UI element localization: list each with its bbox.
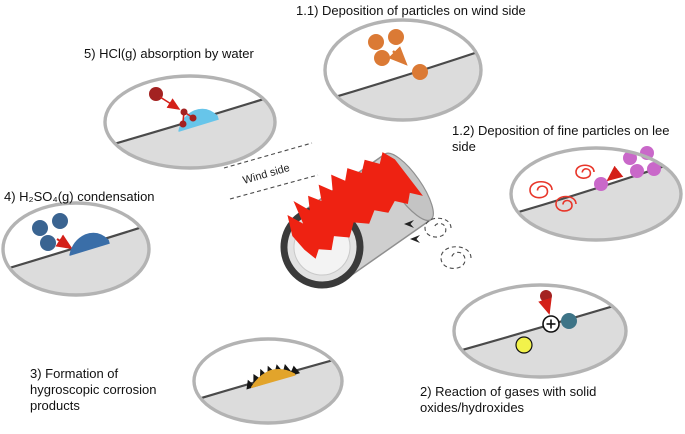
vignette-h2so4-condensation	[1, 201, 151, 297]
pipe-surface-section	[454, 300, 626, 377]
fine-particle	[623, 151, 637, 165]
wind-guide-line-upper	[223, 142, 313, 169]
absorbed-ion	[180, 108, 188, 116]
absorbed-ion	[189, 114, 197, 122]
oval-border	[103, 74, 277, 170]
reaction-arrow	[538, 297, 552, 315]
deposition-arrow	[388, 46, 408, 66]
h2so4-molecule	[52, 213, 68, 229]
oval-border	[452, 283, 628, 379]
hygroscopic-blob	[250, 369, 296, 389]
label-step-4: 4) H₂SO₄(g) condensation	[4, 189, 155, 204]
coarse-particle	[374, 50, 390, 66]
pipe-surface-section	[511, 158, 681, 240]
vignette-corrosion-products	[192, 337, 344, 425]
pipe-cylinder: Wind side	[223, 142, 472, 289]
deposited-fine-particle	[594, 177, 608, 191]
gas-molecule	[540, 290, 552, 302]
deposited-particle	[412, 64, 428, 80]
oval-border	[192, 337, 344, 425]
turbulence-swirl	[529, 180, 553, 199]
lee-eddy-swirl	[440, 246, 472, 269]
label-step-5: 5) HCl(g) absorption by water	[84, 46, 254, 61]
h2so4-molecule	[40, 235, 56, 251]
fine-particle	[647, 162, 661, 176]
red-corrosion-deposit	[287, 152, 423, 259]
label-step-1-2: 1.2) Deposition of fine particles on lee…	[452, 123, 670, 154]
coarse-particle	[388, 29, 404, 45]
wind-guide-line-lower	[229, 174, 319, 200]
eddy-arrowhead	[410, 235, 420, 243]
label-step-3: 3) Formation of hygroscopic corrosion pr…	[30, 366, 157, 413]
h2so4-molecule	[32, 220, 48, 236]
condensation-arrow	[55, 234, 73, 250]
vignette-deposition-lee-side	[509, 146, 683, 242]
absorption-arrow	[159, 96, 181, 110]
hcl-molecule	[149, 87, 163, 101]
hydroxide-particle	[515, 336, 533, 354]
absorbed-ion	[179, 120, 187, 128]
oval-border	[1, 201, 151, 297]
pipe-surface-section	[194, 356, 342, 423]
vignette-gas-reaction	[452, 283, 628, 379]
eddy-arrowhead	[404, 220, 414, 228]
label-step-1-1: 1.1) Deposition of particles on wind sid…	[296, 3, 526, 18]
pipe-surface-section	[105, 94, 275, 168]
fine-particle	[630, 164, 644, 178]
oxide-particle	[561, 313, 577, 329]
label-step-2: 2) Reaction of gases with solid oxides/h…	[420, 384, 597, 415]
oval-border	[509, 146, 683, 242]
vignette-hcl-absorption	[103, 74, 277, 170]
wind-side-label: Wind side	[242, 162, 292, 187]
deposition-arrow	[606, 165, 624, 182]
oval-border	[323, 18, 483, 122]
corrosion-product-blob	[246, 363, 301, 390]
vignette-deposition-wind-side	[323, 18, 483, 122]
turbulence-swirl	[555, 195, 577, 212]
turbulence-swirl	[575, 164, 595, 179]
coarse-particle	[368, 34, 384, 50]
condensed-acid-droplet	[69, 232, 110, 256]
pipe-surface-section	[3, 224, 149, 295]
lee-eddy-swirl	[424, 217, 452, 238]
